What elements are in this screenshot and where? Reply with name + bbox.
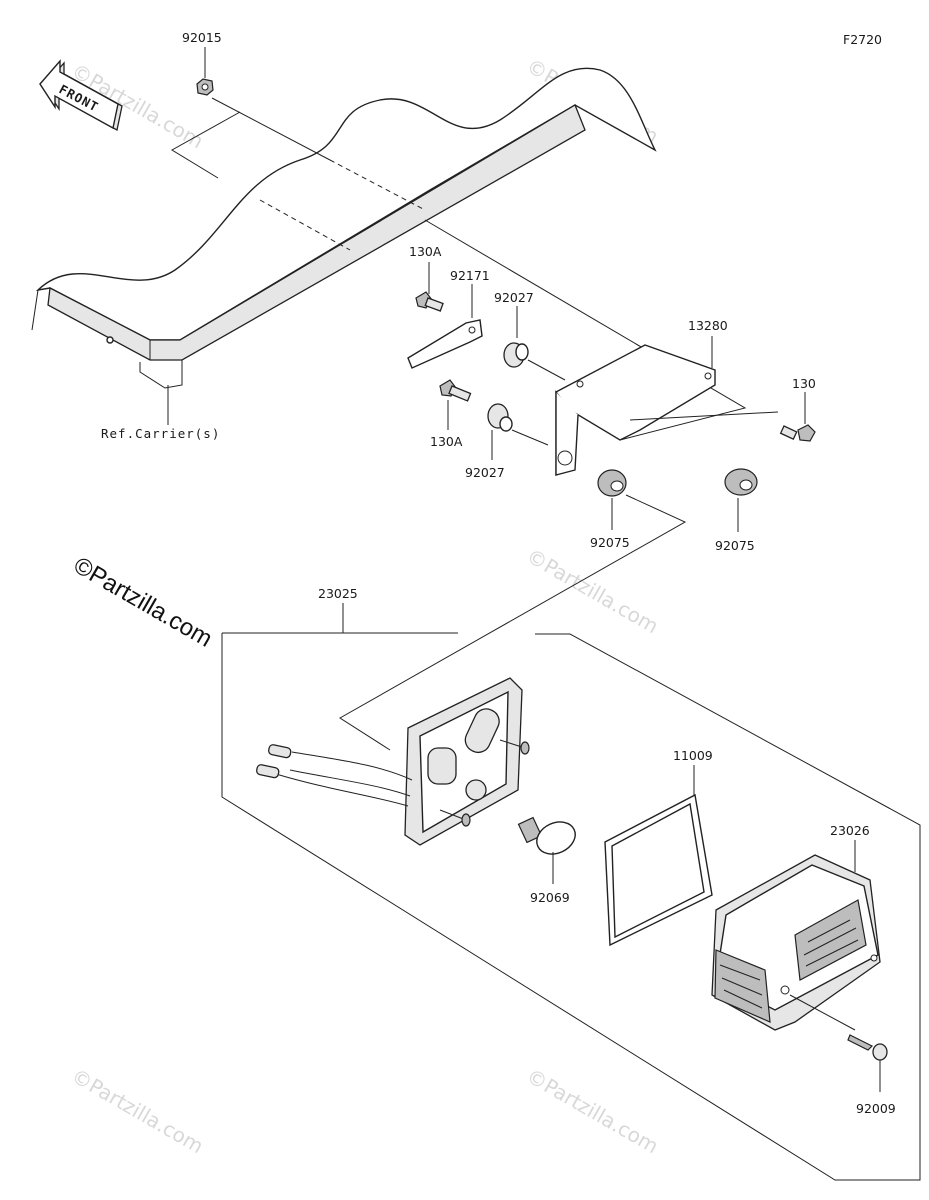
bracket-13280 (554, 336, 779, 476)
callout-92009: 92009 (856, 1101, 896, 1116)
callout-92075-left: 92075 (590, 535, 630, 550)
diagram-code: F2720 (843, 32, 882, 47)
leader-line (211, 97, 331, 161)
watermark: ©Partzilla.com (523, 1064, 663, 1159)
watermark: ©Partzilla.com (68, 1064, 208, 1159)
assembly-23025-frame (221, 603, 921, 1181)
leader-line (171, 111, 241, 179)
callout-130A-top: 130A (409, 244, 442, 259)
callout-92069: 92069 (530, 890, 570, 905)
brand-mark: ©Partzilla.com (69, 552, 217, 653)
screw-92009 (789, 994, 888, 1092)
callout-92171: 92171 (450, 268, 490, 283)
grommet-92075-left (597, 469, 627, 530)
front-arrow-icon: FRONT (39, 59, 123, 131)
spacer-92027-top (503, 306, 566, 381)
grommet-92075-right (724, 468, 758, 532)
nut-92015 (196, 47, 214, 96)
bolt-130 (779, 392, 816, 442)
callout-11009: 11009 (673, 748, 713, 763)
watermark: ©Partzilla.com (523, 544, 663, 639)
bulb-92069 (517, 816, 576, 884)
leader-line (259, 199, 351, 251)
callout-130A-bottom: 130A (430, 434, 463, 449)
callout-92027-top: 92027 (494, 290, 534, 305)
carrier-outline (31, 67, 657, 425)
callout-23026: 23026 (830, 823, 870, 838)
leader-line (339, 494, 687, 751)
lamp-base-23025 (256, 677, 530, 846)
callout-92027-bottom: 92027 (465, 465, 505, 480)
callout-92015: 92015 (182, 30, 222, 45)
callout-13280: 13280 (688, 318, 728, 333)
callout-23025: 23025 (318, 586, 358, 601)
bolt-130A-top (415, 262, 444, 312)
gasket-11009 (604, 765, 713, 947)
clamp-92171 (407, 284, 483, 369)
callout-130: 130 (792, 376, 816, 391)
callout-92075-right: 92075 (715, 538, 755, 553)
ref-carrier-label: Ref.Carrier(s) (101, 426, 220, 441)
spacer-92027-bottom (487, 403, 549, 460)
lens-23026 (711, 840, 881, 1031)
leader-line (424, 219, 747, 441)
bolt-130A-bottom (439, 379, 472, 430)
